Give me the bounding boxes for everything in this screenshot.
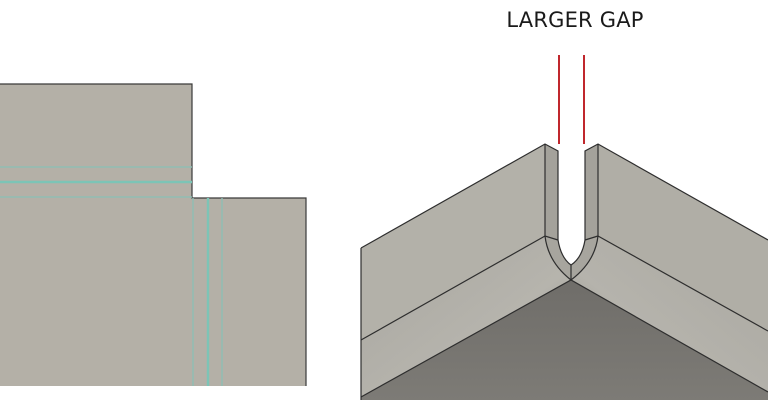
relief-right [571, 236, 598, 280]
folded-corner-view [360, 55, 768, 400]
larger-gap-label: LARGER GAP [506, 8, 644, 32]
right-bend-face [571, 236, 768, 392]
right-wall-thickness [585, 144, 598, 240]
left-wall-thickness [545, 144, 558, 240]
left-wall-face [361, 144, 545, 340]
corner-outlines [360, 143, 768, 400]
floor-face [361, 280, 768, 400]
relief-left [545, 236, 571, 280]
sheet-outline [0, 84, 306, 386]
relief-gap [558, 151, 585, 265]
right-wall-face [598, 144, 768, 331]
left-bend-face [361, 236, 571, 397]
flat-pattern-view [0, 83, 307, 386]
